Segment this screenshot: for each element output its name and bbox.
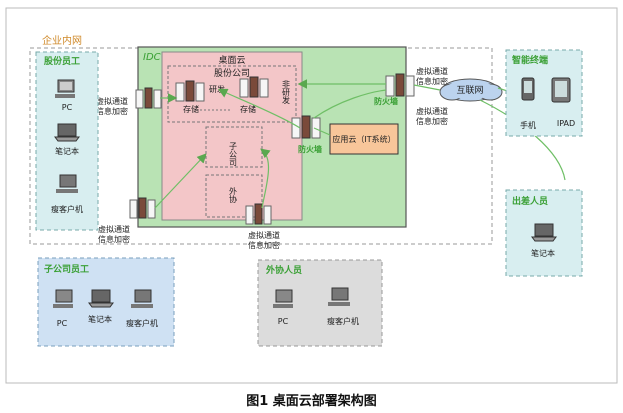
enc-label-internet: 信息加密 [416, 76, 448, 86]
pc-icon-sub [53, 289, 73, 308]
firewall-label-idc: 防火墙 [298, 144, 322, 154]
enc-label-travel: 信息加密 [416, 116, 448, 126]
subsidiary-group [205, 126, 263, 168]
vc-label-internet: 虚拟通道 [416, 66, 448, 76]
desktop-cloud-label: 桌面云 [218, 54, 245, 66]
laptop-icon-travel [531, 223, 557, 242]
laptop-icon-sub [88, 289, 114, 308]
firewall-icon-idc [291, 115, 321, 139]
firewall-label-internet: 防火墙 [374, 96, 398, 106]
smart-terminal-title: 智能终端 [512, 54, 548, 66]
stock-laptop-label: 笔记本 [55, 146, 79, 156]
pc-icon-stock [55, 79, 75, 98]
non-rd-server-icon [239, 76, 269, 98]
link-firewall-to-app [313, 127, 331, 136]
stock-thin-label: 瘦客户机 [51, 204, 83, 214]
enc-label-out: 信息加密 [248, 240, 280, 250]
thin-client-icon-stock [56, 174, 78, 193]
idc-label: IDC [143, 52, 161, 63]
outsourcing-label: 外协 [229, 186, 238, 204]
stock-staff-title: 股份员工 [44, 55, 80, 67]
thin-client-icon-sub [131, 289, 153, 308]
link-sub-to-subsidiary [154, 153, 207, 209]
internet-label: 互联网 [456, 85, 483, 96]
firewall-icon-internet [385, 73, 415, 97]
sub-thin-label: 瘦客户机 [126, 318, 158, 328]
thin-client-icon-out [328, 287, 350, 306]
vc-label-stock: 虚拟通道 [96, 96, 128, 106]
gateway-icon-stock [135, 87, 162, 109]
figure-caption: 图1 桌面云部署架构图 [246, 394, 377, 409]
stock-pc-label: PC [62, 103, 73, 112]
enterprise-network-label: 企业内网 [42, 34, 82, 47]
vc-label-travel: 虚拟通道 [416, 106, 448, 116]
outsourced-staff-group [257, 259, 383, 347]
link-internet-to-travel [479, 99, 566, 181]
rd-server-icon [175, 80, 205, 102]
storage-label-2: 存储 [240, 104, 256, 114]
ipad-label: IPAD [557, 119, 575, 128]
rd-label-1: 研发 [209, 84, 225, 94]
travel-laptop-label: 笔记本 [531, 248, 555, 258]
ipad-icon [551, 77, 571, 103]
link-fw-to-fw [313, 89, 387, 119]
out-thin-label: 瘦客户机 [327, 316, 359, 326]
app-cloud-label: 应用云（IT系统） [332, 134, 395, 144]
internet-cloud-icon [439, 78, 503, 102]
gateway-icon-outsourced [245, 203, 272, 225]
pc-icon-out [273, 289, 293, 308]
enc-label-stock: 信息加密 [96, 106, 128, 116]
out-pc-label: PC [278, 317, 289, 326]
vc-label-out: 虚拟通道 [248, 230, 280, 240]
outsourcing-group [205, 174, 263, 218]
desktop-cloud-zone [161, 51, 303, 221]
vc-label-sub: 虚拟通道 [98, 224, 130, 234]
non-rd-label: 非研发 [282, 79, 291, 105]
phone-icon [521, 77, 535, 101]
link-firewall-to-rd [217, 88, 301, 129]
outsourced-staff-title: 外协人员 [265, 264, 302, 276]
subsidiary-label: 子公司 [229, 142, 238, 166]
phone-label: 手机 [520, 120, 536, 130]
storage-label-1: 存储 [183, 104, 199, 114]
sub-pc-label: PC [57, 319, 68, 328]
app-cloud-box [329, 123, 399, 155]
sub-staff-title: 子公司员工 [44, 264, 89, 275]
link-fw-to-internet [413, 84, 441, 91]
stock-company-label: 股份公司 [214, 67, 250, 79]
laptop-icon-stock [54, 123, 80, 142]
link-out-to-outsourcing [260, 148, 271, 209]
sub-laptop-label: 笔记本 [88, 314, 112, 324]
business-travel-title: 出差人员 [512, 195, 548, 207]
enc-label-sub: 信息加密 [98, 234, 130, 244]
gateway-icon-subsidiary [129, 197, 156, 219]
